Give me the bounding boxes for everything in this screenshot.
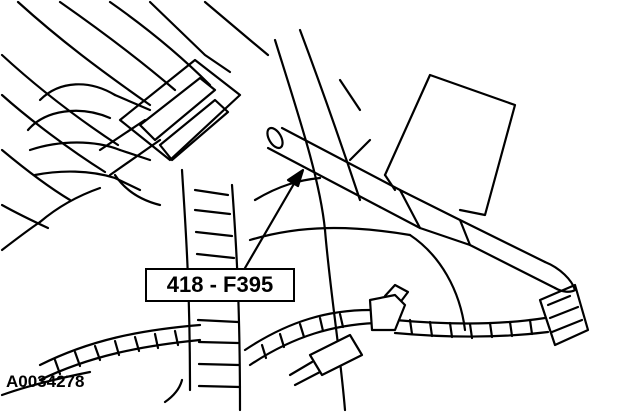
mounting-plate (98, 58, 242, 207)
figure-id-label: A0034278 (6, 372, 85, 391)
transmission-case (248, 28, 467, 412)
tool-number-label: 418 - F395 (166, 272, 274, 297)
sensor-connector (538, 283, 590, 347)
special-tool-shaft (266, 126, 577, 293)
wiring-harness (38, 283, 550, 387)
leader-arrow (243, 168, 305, 270)
tool-callout-box: 418 - F395 (145, 268, 295, 302)
splined-component (26, 83, 152, 192)
housing-outline (0, 0, 270, 252)
lower-plate (0, 370, 184, 404)
